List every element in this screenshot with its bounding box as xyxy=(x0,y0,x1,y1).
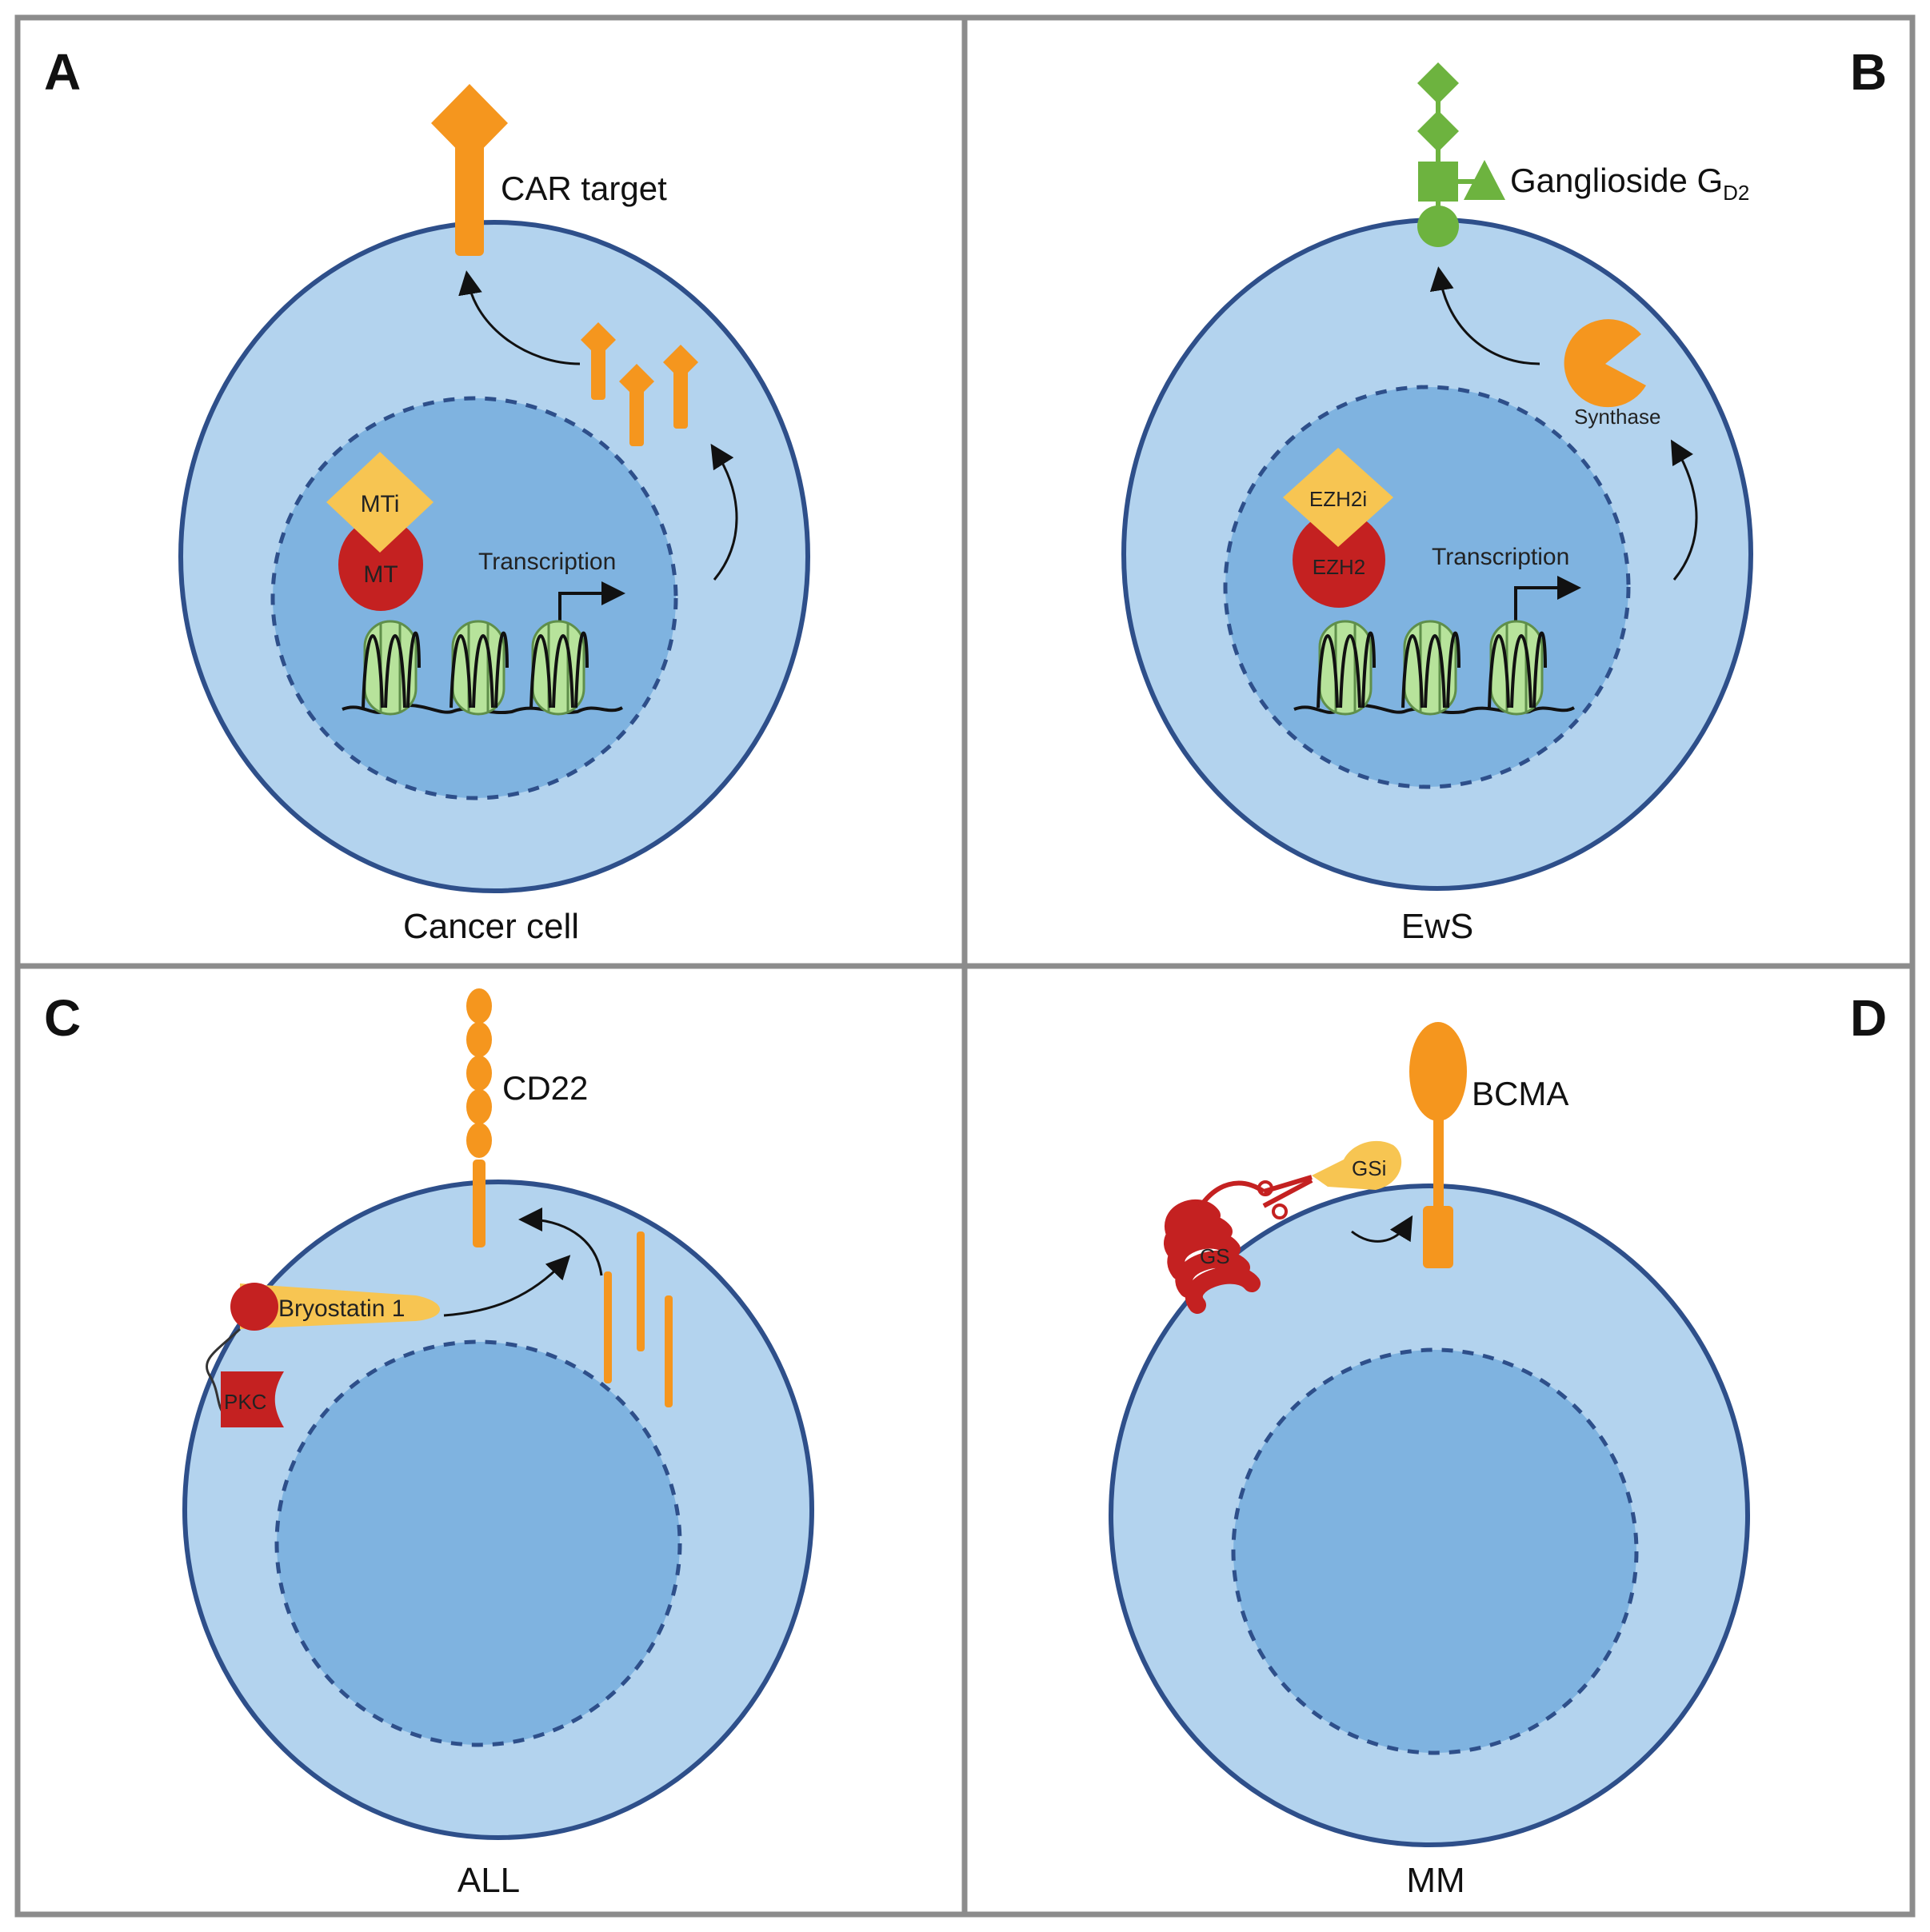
panel-letter-c: C xyxy=(44,989,81,1047)
trafficking-arrow-a2 xyxy=(710,443,738,581)
car-target-receptor xyxy=(431,84,508,256)
nascent-cd22 xyxy=(604,1231,673,1407)
trafficking-arrow-a1 xyxy=(458,270,581,365)
ezh2i-inhibitor xyxy=(1283,448,1393,547)
nucleosome-icon xyxy=(529,620,589,716)
cd22-label: CD22 xyxy=(502,1069,588,1107)
pkc-enzyme xyxy=(221,1371,284,1427)
nucleus-c xyxy=(274,1339,682,1747)
pkc-label: PKC xyxy=(224,1390,266,1414)
bryostatin-drug xyxy=(240,1283,440,1329)
panel-c: C CD22 Bryostatin 1 PKC ALL xyxy=(44,988,814,1900)
scissors-icon xyxy=(1257,1175,1313,1219)
gs-label: GS xyxy=(1200,1244,1230,1268)
transcription-label-b: Transcription xyxy=(1432,544,1569,570)
cd22-receptor xyxy=(466,988,492,1247)
nucleosome-icon xyxy=(1401,620,1460,716)
ezh2-label: EZH2 xyxy=(1313,555,1365,579)
bcma-receptor xyxy=(1409,1022,1467,1268)
panel-letter-b: B xyxy=(1850,43,1887,101)
ezh2i-label: EZH2i xyxy=(1309,487,1367,511)
panel-b: B Ganglioside GD2 Synthase EZH2i EZH2 Tr… xyxy=(1121,43,1887,946)
ezh2-enzyme xyxy=(1293,512,1385,608)
panel-a: A CAR target MTi MT Transcription xyxy=(44,43,810,946)
nucleosome-icon xyxy=(450,620,509,716)
ganglioside-label: Ganglioside GD2 xyxy=(1510,162,1749,205)
panel-letter-d: D xyxy=(1850,989,1887,1047)
bryostatin-label: Bryostatin 1 xyxy=(278,1295,405,1322)
panel-d: D BCMA GS GSi MM xyxy=(1109,989,1887,1900)
pkc-linker xyxy=(205,1327,242,1417)
nucleosome-icon xyxy=(362,620,421,716)
synthase-label: Synthase xyxy=(1574,405,1660,429)
trafficking-arrow-b1 xyxy=(1429,266,1540,365)
nucleus-a xyxy=(270,396,678,800)
cell-name-b: EwS xyxy=(1401,907,1473,946)
nucleosome-icon xyxy=(1317,620,1376,716)
trafficking-arrow-b2 xyxy=(1670,439,1698,581)
cell-name-a: Cancer cell xyxy=(403,907,579,946)
transcription-arrow-a xyxy=(558,581,625,633)
trafficking-arrow-c xyxy=(518,1208,603,1276)
panel-letter-a: A xyxy=(44,43,81,101)
gsi-label: GSi xyxy=(1352,1156,1386,1180)
ganglioside-gd2 xyxy=(1417,62,1505,247)
nucleus-d xyxy=(1231,1347,1639,1755)
cell-name-c: ALL xyxy=(458,1861,520,1900)
synthase-enzyme xyxy=(1564,319,1646,408)
transcription-label-a: Transcription xyxy=(478,549,616,575)
car-target-label: CAR target xyxy=(501,170,667,207)
panel-frames xyxy=(14,14,1916,1918)
cleavage-arrow-d xyxy=(1351,1215,1413,1243)
induction-arrow-c xyxy=(443,1255,571,1317)
gamma-secretase xyxy=(1164,1180,1265,1314)
nascent-receptors-a xyxy=(581,322,698,446)
mt-label: MT xyxy=(363,561,398,588)
mt-enzyme xyxy=(338,518,423,611)
transcription-arrow-b xyxy=(1514,576,1581,632)
nucleosome-icon xyxy=(1488,620,1547,716)
gsi-inhibitor xyxy=(1312,1140,1402,1190)
mti-inhibitor xyxy=(326,452,434,553)
mti-label: MTi xyxy=(361,491,400,517)
bryostatin-binding-domain xyxy=(230,1283,278,1331)
cell-name-d: MM xyxy=(1406,1861,1464,1900)
bcma-label: BCMA xyxy=(1472,1075,1568,1112)
